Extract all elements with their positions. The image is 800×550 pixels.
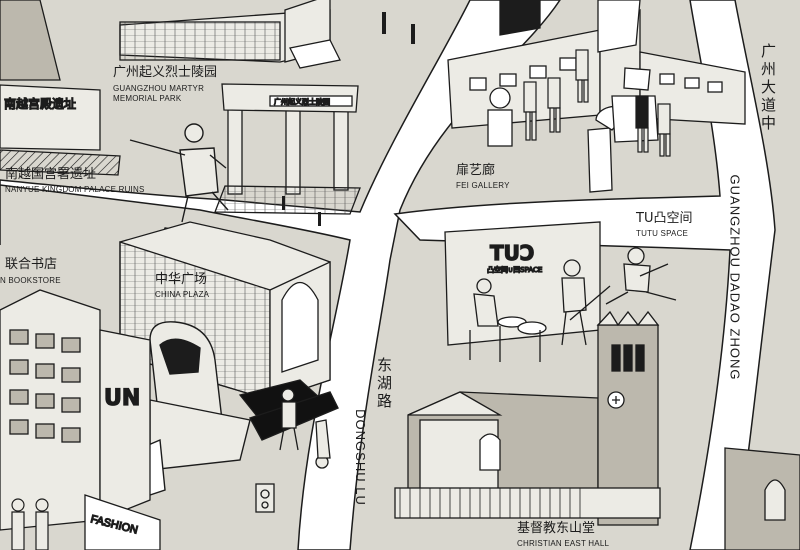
east-hall-name-zh: 基督教东山堂 — [517, 521, 596, 536]
dongshu-road-char-2: 湖 — [377, 374, 393, 392]
china-plaza-name-en: CHINA PLAZA — [155, 290, 210, 299]
fei-gallery-name-en: FEI GALLERY — [456, 181, 510, 190]
gallery-visitors — [523, 49, 671, 157]
pedestrians-north — [282, 12, 415, 226]
dadao-road-char-3: 大 — [761, 78, 777, 96]
dongshu-road-name-en: DONGSHU LU — [352, 409, 368, 506]
un-logo-text: UN — [104, 386, 140, 411]
union-bookstore-building: UN FASHION — [0, 289, 161, 550]
tutu-space-stage: TUƆ 凸空间∪凹SPACE — [444, 221, 677, 362]
christian-east-hall — [394, 310, 661, 526]
dongshu-road-char-3: 路 — [377, 392, 393, 410]
palace-sign-text: 南越宫殿遗址 — [4, 96, 76, 111]
dongshu-road-char-1: 东 — [377, 356, 393, 374]
union-bookstore-name-zh: 联合书店 — [5, 257, 58, 272]
fei-gallery-name-zh: 扉艺廊 — [456, 163, 496, 178]
hooded-figure — [124, 321, 339, 501]
tutu-space-name-en: TUTU SPACE — [636, 229, 689, 238]
martyr-park-gate: 广州起义烈士陵园 — [119, 0, 361, 215]
nanyue-palace-ruins: 南越宫殿遗址 — [0, 0, 121, 176]
nanyue-palace-name-en: NANYUE KINGDOM PALACE RUINS — [5, 185, 145, 194]
dadao-road-char-5: 中 — [761, 114, 777, 132]
dadao-road-char-2: 州 — [761, 60, 777, 78]
tutu-space-name-zh: TU凸空间 — [636, 211, 693, 226]
dadao-road-char-4: 道 — [761, 96, 777, 114]
bottom-left-people — [11, 498, 49, 550]
dadao-road-name-en: GUANGZHOU DADAO ZHONG — [727, 174, 743, 381]
martyr-park-name-en-line1: GUANGZHOU MARTYR — [113, 84, 205, 93]
east-hall-name-en: CHRISTIAN EAST HALL — [517, 539, 610, 548]
union-bookstore-name-en: N BOOKSTORE — [0, 276, 61, 285]
china-plaza-building — [119, 221, 331, 421]
martyr-park-name-zh: 广州起义烈士陵园 — [113, 65, 218, 80]
gate-sign-text: 广州起义烈士陵园 — [274, 97, 330, 106]
china-plaza-name-zh: 中华广场 — [155, 272, 208, 287]
dadao-road-char-1: 广 — [761, 42, 777, 60]
tutu-logo-sub: 凸空间∪凹SPACE — [487, 265, 542, 274]
martyr-park-name-en-line2: MEMORIAL PARK — [113, 94, 182, 103]
nanyue-palace-name-zh: 南越国宫署遗址 — [5, 167, 97, 182]
right-edge-buildings — [724, 447, 800, 550]
tutu-logo-text: TUƆ — [490, 241, 535, 265]
street-dancers — [255, 388, 331, 513]
